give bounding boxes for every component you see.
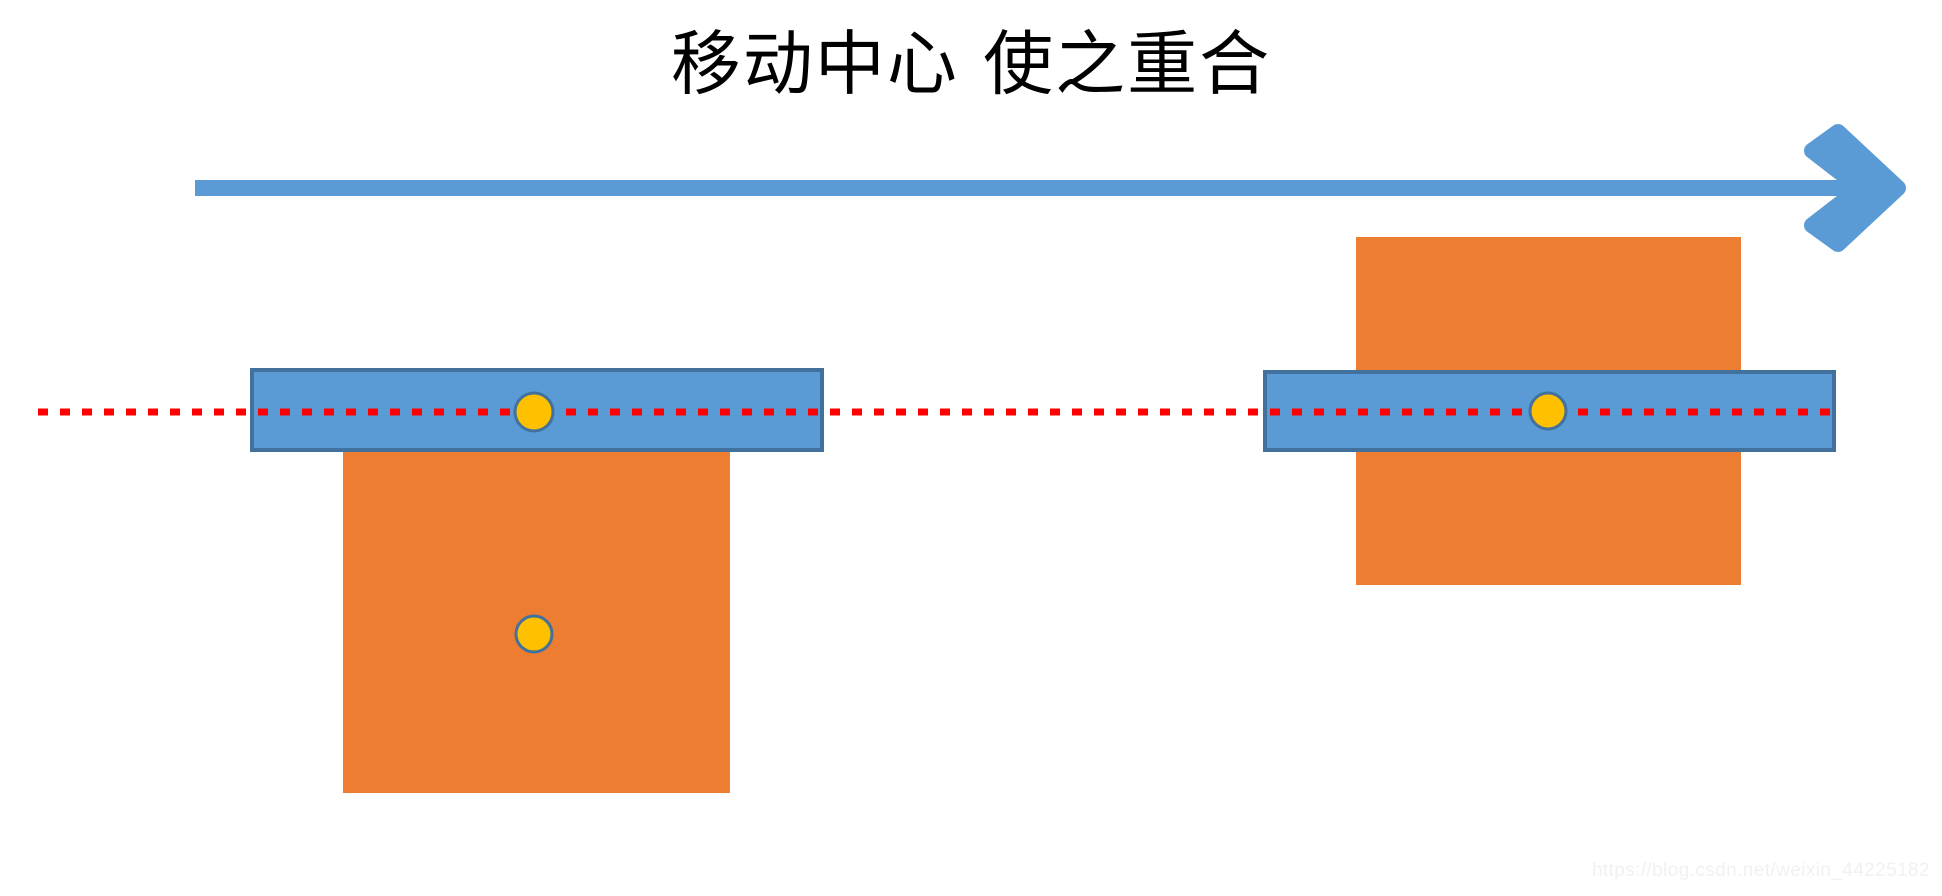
watermark-text: https://blog.csdn.net/weixin_44225182 [1591, 860, 1930, 881]
center-dots-layer [513, 391, 1568, 654]
orange-center-dot-left [514, 614, 554, 654]
arrow-shaft [195, 180, 1862, 196]
page-title: 移动中心 使之重合 [670, 23, 1272, 105]
arrow-head-icon [1804, 124, 1906, 252]
blue-center-dot-left [513, 391, 555, 433]
rightward-motion-arrow [195, 124, 1906, 252]
left-group-misaligned [250, 368, 824, 793]
merged-center-dot-right [1528, 391, 1568, 431]
